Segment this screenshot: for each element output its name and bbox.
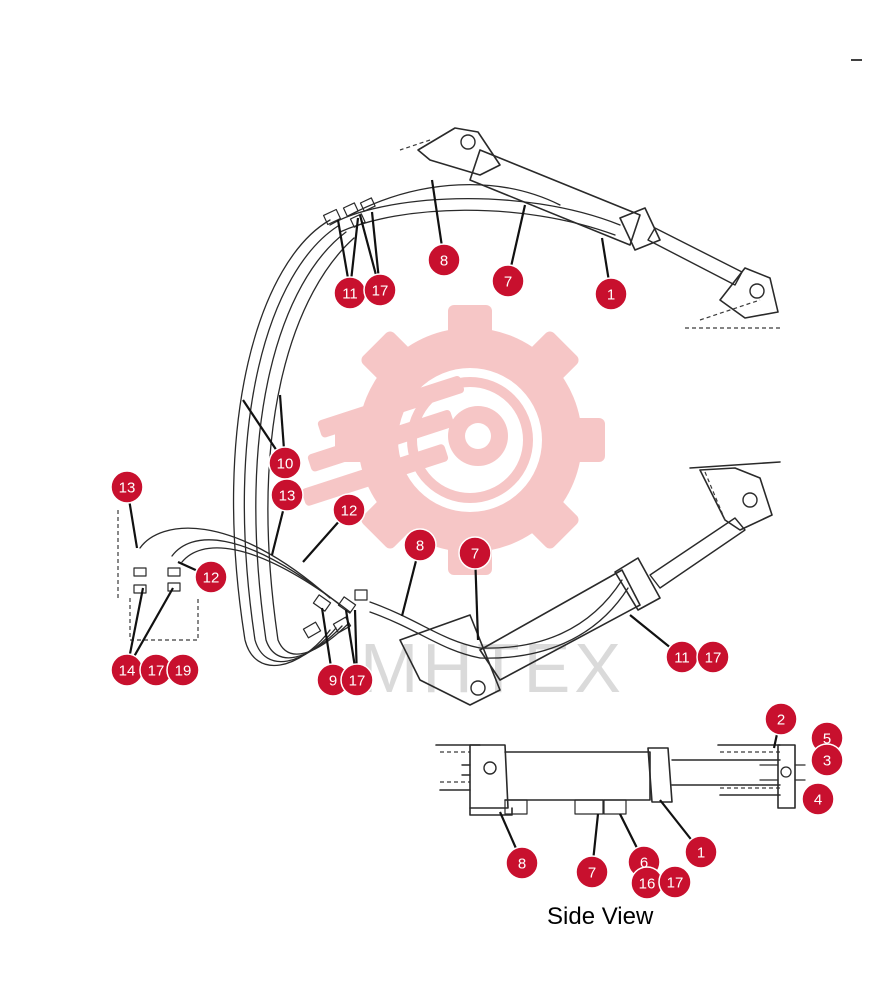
callout-17: 17: [696, 640, 730, 674]
callout-circle: [194, 560, 228, 594]
callout-label: 8: [518, 856, 526, 873]
callout-label: 13: [279, 488, 296, 505]
callout-label: 6: [640, 855, 648, 872]
pivot-pin-icon: [749, 283, 765, 299]
callout-11: 11: [333, 276, 367, 310]
callout-circle: [696, 640, 730, 674]
callout-label: 17: [148, 663, 165, 680]
callout-label: 14: [119, 663, 136, 680]
callout-17: 17: [139, 653, 173, 687]
pivot-pin-icon: [742, 492, 758, 508]
callout-3: 3: [810, 743, 844, 777]
callout-11: 11: [665, 640, 699, 674]
callout-circle: [658, 865, 692, 899]
callout-label: 4: [814, 792, 822, 809]
callout-circle: [505, 846, 539, 880]
callout-circle: [801, 782, 835, 816]
hose-fittings: [117, 197, 376, 641]
callout-4: 4: [801, 782, 835, 816]
side-view-label: Side View: [547, 903, 654, 930]
callout-label: 19: [175, 663, 192, 680]
lower-boom-arm: [399, 461, 781, 706]
callout-7: 7: [458, 536, 492, 570]
callout-label: 1: [697, 845, 705, 862]
callout-circle: [594, 277, 628, 311]
callout-circle: [684, 835, 718, 869]
callout-1: 1: [594, 277, 628, 311]
callout-circle: [403, 528, 437, 562]
callout-circle: [458, 536, 492, 570]
callout-7: 7: [575, 855, 609, 889]
callout-8: 8: [427, 243, 461, 277]
callout-label: 9: [329, 673, 337, 690]
callout-label: 3: [823, 753, 831, 770]
callout-label: 8: [416, 538, 424, 555]
callout-label: 7: [504, 274, 512, 291]
callout-label: 5: [823, 731, 831, 748]
callout-label: 7: [471, 546, 479, 563]
mounting-bracket-left: [469, 744, 509, 809]
callout-circle: [270, 478, 304, 512]
callout-1: 1: [684, 835, 718, 869]
callout-8: 8: [403, 528, 437, 562]
callout-label: 8: [440, 253, 448, 270]
hydraulic-hoses: [139, 184, 629, 667]
callout-circle: [764, 702, 798, 736]
callout-17: 17: [658, 865, 692, 899]
callout-label: 17: [372, 283, 389, 300]
callout-12: 12: [332, 493, 366, 527]
callout-17: 17: [363, 273, 397, 307]
callout-circle: [427, 243, 461, 277]
callout-label: 10: [277, 456, 294, 473]
callout-label: 11: [674, 650, 690, 667]
callout-label: 17: [705, 650, 722, 667]
callout-circle: [166, 653, 200, 687]
callout-2: 2: [764, 702, 798, 736]
callout-label: 17: [349, 673, 366, 690]
pivot-pin-icon: [460, 134, 476, 150]
callout-circle: [340, 663, 374, 697]
callout-13: 13: [270, 478, 304, 512]
callout-label: 16: [639, 876, 656, 893]
callout-label: 2: [777, 712, 785, 729]
callout-13: 13: [110, 470, 144, 504]
callout-12: 12: [194, 560, 228, 594]
callout-label: 13: [119, 480, 136, 497]
cylinder-barrel: [614, 557, 661, 611]
callout-circle: [363, 273, 397, 307]
callout-label: 17: [667, 875, 684, 892]
callout-label: 7: [588, 865, 596, 882]
callout-label: 12: [203, 570, 220, 587]
cylinder-barrel: [619, 207, 661, 251]
pivot-pin-icon: [470, 680, 486, 696]
wrench-hole: [465, 423, 491, 449]
callout-label: 12: [341, 503, 358, 520]
callout-17: 17: [340, 663, 374, 697]
side-view-assembly: Side View: [435, 744, 806, 930]
cylinder-gland: [647, 747, 673, 803]
callout-label: 11: [342, 286, 358, 303]
callout-7: 7: [491, 264, 525, 298]
callout-circle: [810, 743, 844, 777]
callout-10: 10: [268, 446, 302, 480]
callout-16: 16: [630, 866, 664, 900]
callout-circle: [110, 470, 144, 504]
upper-boom-arm: [399, 127, 780, 329]
mounting-bracket-right: [777, 744, 796, 809]
callout-19: 19: [166, 653, 200, 687]
callout-circle: [332, 493, 366, 527]
callout-label: 1: [607, 287, 615, 304]
callout-14: 14: [110, 653, 144, 687]
callout-circle: [491, 264, 525, 298]
callout-circle: [575, 855, 609, 889]
callout-8: 8: [505, 846, 539, 880]
